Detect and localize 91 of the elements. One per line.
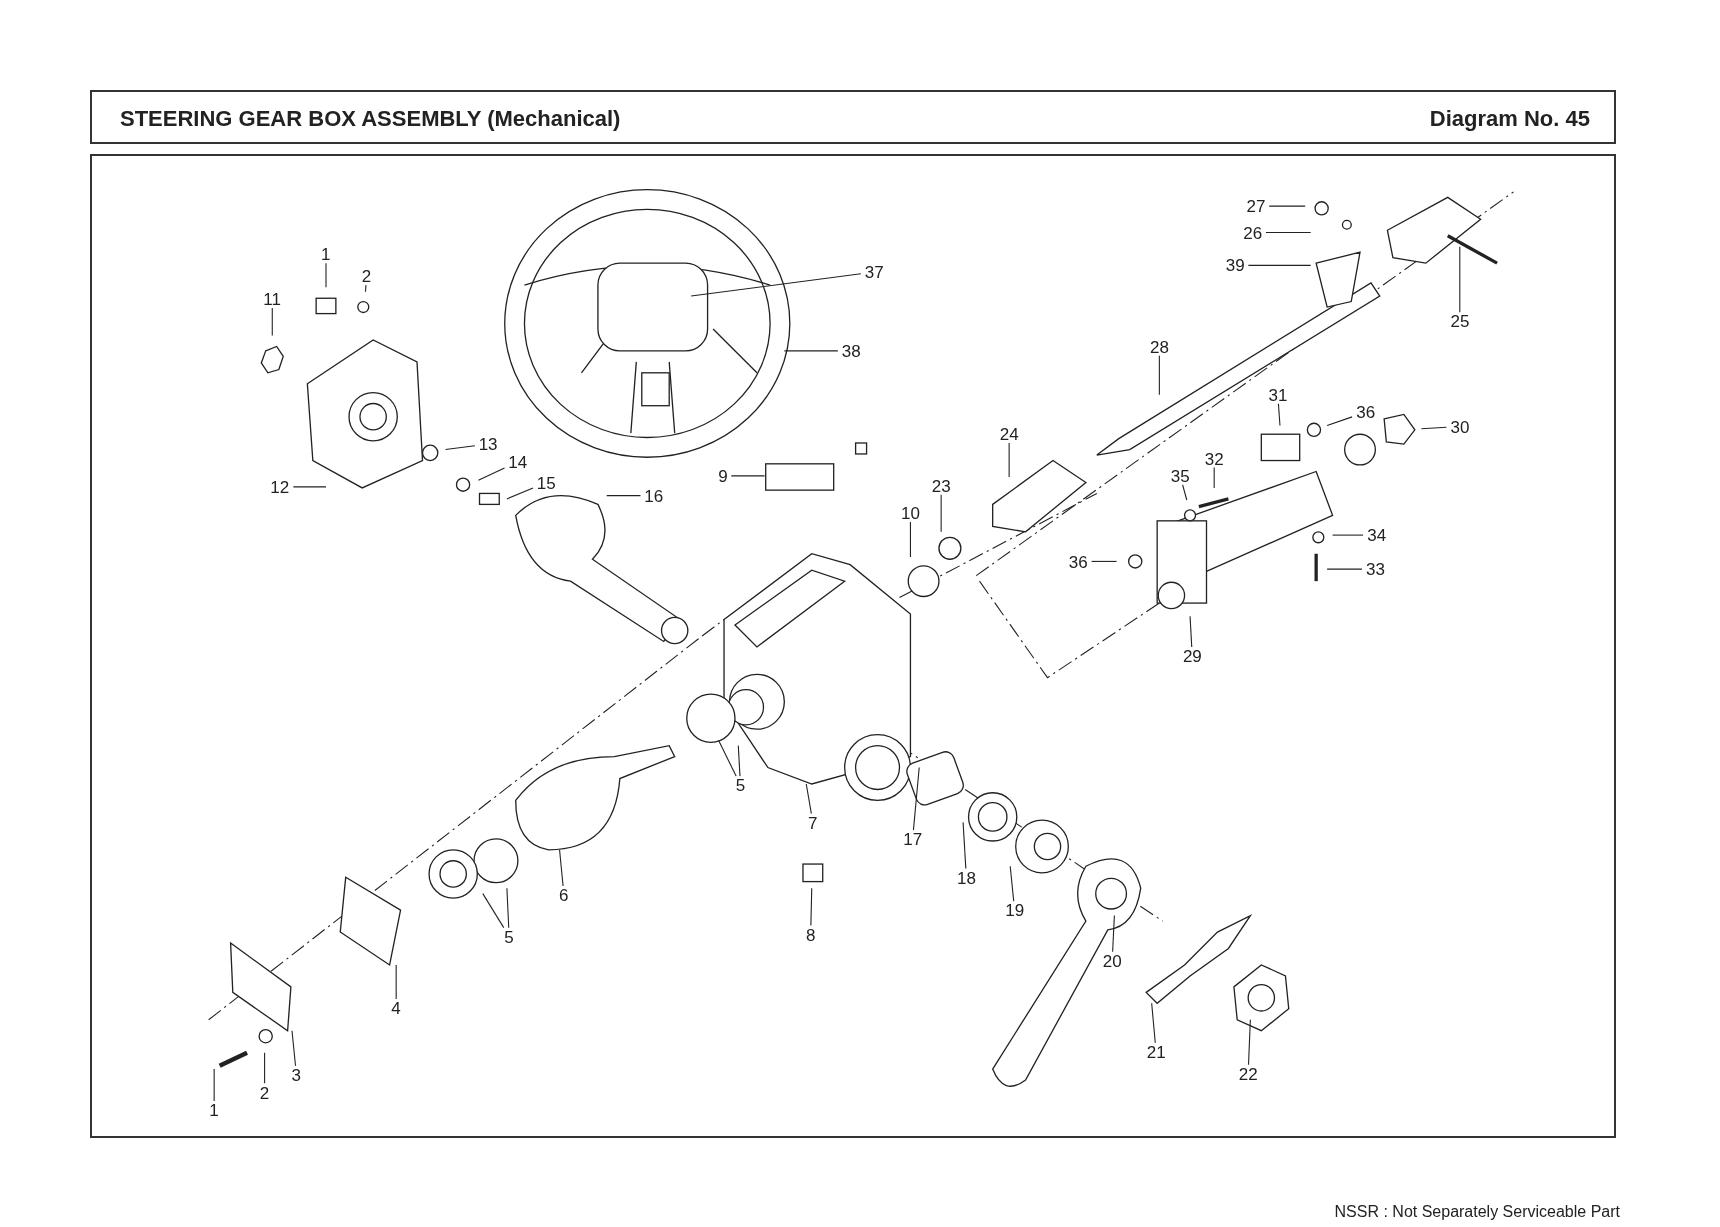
callout-number: 36 <box>1067 553 1089 571</box>
leader-line <box>718 739 737 777</box>
callout-number: 1 <box>208 1101 220 1119</box>
leader-line <box>1326 568 1363 570</box>
callout-number: 16 <box>643 487 665 505</box>
leader-line <box>1189 615 1193 648</box>
leader-line <box>1268 205 1306 207</box>
leader-line <box>292 486 327 488</box>
leader-line <box>805 783 812 815</box>
diagram-number: Diagram No. 45 <box>1429 105 1590 133</box>
callout-number: 28 <box>1149 338 1170 356</box>
leader-line <box>909 521 911 558</box>
leader-line <box>477 467 506 481</box>
callout-number: 6 <box>558 886 570 904</box>
leader-line <box>606 495 642 497</box>
leader-line <box>213 1068 215 1102</box>
leader-line <box>1151 1002 1156 1044</box>
title: STEERING GEAR BOX ASSEMBLY (Mechanical) <box>120 105 621 133</box>
leader-line <box>364 284 367 293</box>
callout-number: 4 <box>390 999 402 1017</box>
leader-line <box>271 307 273 337</box>
callout-number: 1 <box>320 246 332 263</box>
leader-line <box>962 821 967 869</box>
leader-line <box>291 1030 297 1067</box>
leader-line <box>690 273 862 297</box>
callout-number: 37 <box>863 263 885 281</box>
callout-number: 36 <box>1355 403 1377 421</box>
leader-line <box>783 350 839 352</box>
callout-number: 9 <box>717 467 729 485</box>
callout-number: 2 <box>360 267 373 285</box>
callout-number: 5 <box>503 928 515 946</box>
callout-number: 25 <box>1449 312 1471 330</box>
callout-number: 7 <box>807 814 819 832</box>
callout-number: 27 <box>1245 197 1267 215</box>
callout-number: 39 <box>1224 256 1246 274</box>
callout-number: 31 <box>1267 386 1289 404</box>
leader-line <box>1091 560 1118 562</box>
callout-number: 15 <box>535 474 557 492</box>
callout-number: 21 <box>1145 1043 1167 1061</box>
callout-number: 23 <box>930 477 952 495</box>
callout-number: 20 <box>1101 952 1123 970</box>
leader-line <box>1213 466 1215 489</box>
leader-line <box>1158 354 1160 396</box>
leader-line <box>264 1052 266 1084</box>
leader-line <box>1459 246 1461 314</box>
leader-line <box>325 262 327 288</box>
leader-line <box>1247 1019 1251 1066</box>
callout-number: 13 <box>477 435 499 453</box>
leader-line <box>506 887 510 929</box>
callout-number: 8 <box>804 926 817 944</box>
leader-line <box>1265 231 1312 233</box>
callout-number: 24 <box>998 425 1020 443</box>
callout-number: 22 <box>1237 1065 1259 1083</box>
callout-number: 29 <box>1181 647 1203 665</box>
callout-number: 11 <box>262 290 282 308</box>
leader-line <box>810 887 813 926</box>
leader-line <box>737 745 741 777</box>
callout-number: 19 <box>1004 901 1026 919</box>
leader-line <box>1009 865 1015 902</box>
leader-line <box>506 487 534 500</box>
leader-line <box>940 493 942 533</box>
callout-number: 2 <box>258 1084 271 1102</box>
callout-number: 33 <box>1365 560 1386 578</box>
callout-number: 18 <box>955 869 977 887</box>
leader-line <box>1332 534 1364 536</box>
leader-line <box>1277 402 1281 426</box>
callout-number: 38 <box>840 342 862 360</box>
callout-number: 12 <box>269 478 291 496</box>
leader-line <box>559 849 564 887</box>
callout-number: 17 <box>902 830 924 848</box>
callout-number: 30 <box>1449 418 1471 436</box>
callout-number: 10 <box>900 504 921 522</box>
leader-line <box>1008 442 1010 478</box>
leader-line <box>1420 426 1447 430</box>
leader-line <box>1182 484 1188 501</box>
leader-line <box>1247 264 1312 266</box>
callout-number: 32 <box>1203 450 1225 467</box>
footnote: NSSR : Not Separately Serviceable Part <box>1334 1202 1620 1222</box>
callout-number: 3 <box>290 1066 302 1084</box>
callout-number: 14 <box>507 453 529 471</box>
callout-number: 34 <box>1366 526 1388 544</box>
leader-line <box>395 964 397 1000</box>
leader-line <box>730 475 766 477</box>
leader-line <box>912 767 920 831</box>
leader-line <box>444 445 476 451</box>
leader-line <box>1112 915 1115 953</box>
leader-line <box>482 893 505 929</box>
leader-line <box>1326 416 1353 426</box>
callout-number: 5 <box>734 776 747 794</box>
callout-number: 35 <box>1169 467 1191 485</box>
callout-number: 26 <box>1242 224 1264 242</box>
